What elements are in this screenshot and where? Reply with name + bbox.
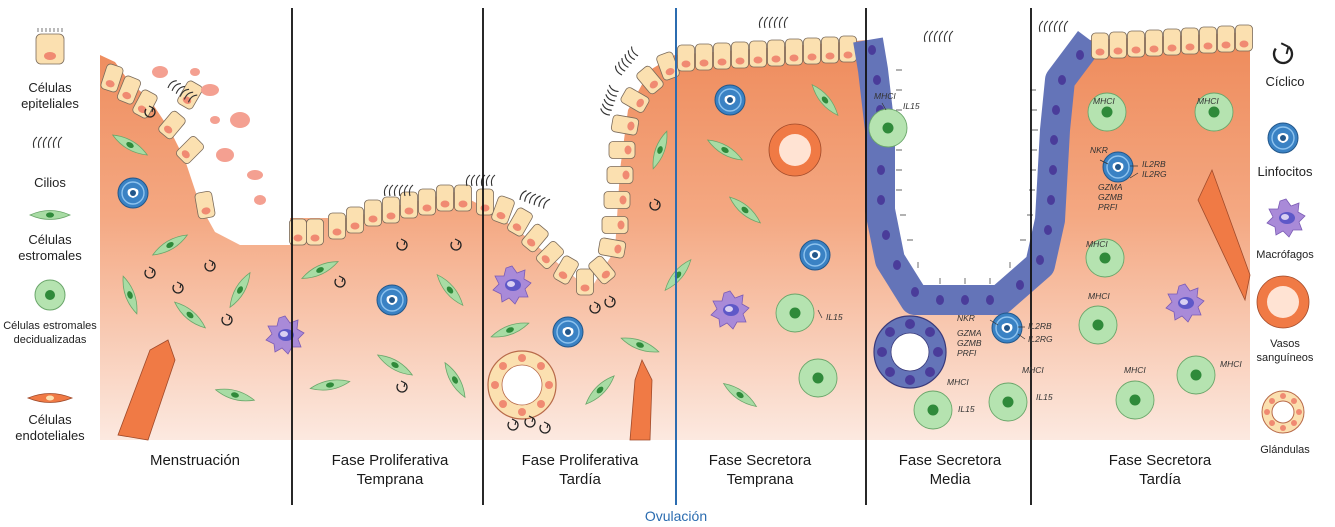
phase-label-late-secretory: Fase Secretora Tardía (1090, 452, 1230, 490)
phase-label-mid-secretory: Fase Secretora Media (890, 452, 1010, 490)
marker-mhci: MHCI (1088, 292, 1110, 301)
legend-cyclic-icon (1274, 43, 1292, 63)
marker-mhci: MHCI (947, 378, 969, 387)
marker-mhci: MHCI (1022, 366, 1044, 375)
marker-il2rg: IL2RG (1028, 335, 1053, 344)
marker-gzma: GZMA (957, 329, 982, 338)
legend-lymphocytes-label: Linfocitos (1235, 164, 1335, 180)
marker-il15: IL15 (903, 102, 920, 111)
marker-mhci: MHCI (1197, 97, 1219, 106)
legend-epithelial-label: Células epiteliales (0, 80, 100, 113)
marker-gzmb: GZMB (957, 339, 982, 348)
marker-nkr: NKR (957, 314, 975, 323)
marker-prf1: PRFI (1098, 203, 1117, 212)
marker-il2rb: IL2RB (1142, 160, 1166, 169)
legend-macrophages-label: Macrófagos (1235, 249, 1335, 263)
legend-stromal-label: Células estromales (0, 232, 100, 265)
legend-endothelial-icon (28, 394, 72, 403)
phase-label-early-proliferative: Fase Proliferativa Temprana (310, 452, 470, 490)
legend-glands-label: Glándulas (1235, 444, 1335, 458)
marker-mhci: MHCI (1093, 97, 1115, 106)
marker-il2rb: IL2RB (1028, 322, 1052, 331)
marker-il15: IL15 (826, 313, 843, 322)
legend-endothelial-label: Células endoteliales (0, 412, 100, 445)
phase-label-late-proliferative: Fase Proliferativa Tardía (500, 452, 660, 490)
marker-mhci: MHCI (1086, 240, 1108, 249)
legend-cilia-icon (33, 137, 62, 148)
marker-gzma: GZMA (1098, 183, 1123, 192)
legend-lymphocyte-icon (1268, 123, 1298, 153)
legend-macrophage-icon (1267, 199, 1305, 237)
legend-gland-icon (1262, 391, 1304, 433)
legend-decidualized-icon (35, 280, 65, 310)
legend-vessels-label: Vasos sanguíneos (1255, 338, 1315, 366)
legend-stromal-icon (30, 211, 70, 220)
legend-decidualized-label: Células estromales decidualizadas (0, 320, 100, 348)
marker-prf1: PRFI (957, 349, 976, 358)
marker-nkr: NKR (1090, 146, 1108, 155)
legend-cyclic-label: Cíclico (1235, 74, 1335, 90)
marker-mhci: MHCI (1220, 360, 1242, 369)
legend-cilia-label: Cilios (0, 175, 100, 191)
legend-vessel-icon (1257, 276, 1309, 328)
marker-il15: IL15 (958, 405, 975, 414)
marker-gzmb: GZMB (1098, 193, 1123, 202)
legend-epithelial-icon (36, 28, 64, 64)
phase-label-early-secretory: Fase Secretora Temprana (690, 452, 830, 490)
marker-il2rg: IL2RG (1142, 170, 1167, 179)
marker-il15: IL15 (1036, 393, 1053, 402)
phase-label-menstruation: Menstruación (100, 452, 290, 471)
marker-mhci: MHCI (1124, 366, 1146, 375)
marker-mhci: MHCI (874, 92, 896, 101)
ovulation-label: Ovulación (616, 508, 736, 526)
